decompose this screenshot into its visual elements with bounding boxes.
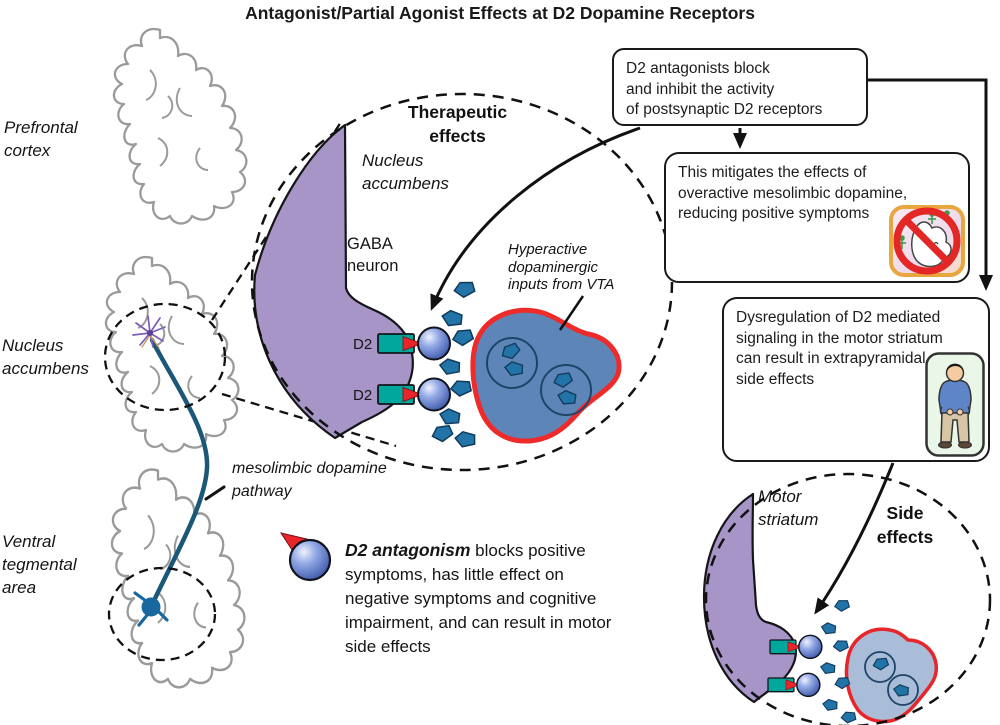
callout-box-dysregulation: Dysregulation of D2 mediated signaling i…: [722, 297, 990, 462]
brain-slice-prefrontal: [112, 27, 248, 225]
heading-side-effects: Side effects: [876, 503, 934, 547]
page-title: Antagonist/Partial Agonist Effects at D2…: [245, 3, 755, 23]
zoom-circle-vta: [107, 566, 217, 662]
zoom-circle-accumbens: [103, 302, 227, 412]
dopamine-molecule-icon: [438, 357, 462, 377]
tremor-person-icon: [925, 352, 985, 457]
label-d2-receptor-2: D2: [353, 387, 373, 404]
dopamine-molecule-icon: [833, 598, 851, 613]
dopamine-molecule-icon: [429, 422, 455, 445]
dopamine-molecule-icon: [840, 710, 857, 724]
label-prefrontal-cortex: Prefrontal cortex: [4, 118, 78, 160]
magnify-line-lower: [221, 392, 397, 448]
connector-box1-to-box3: [868, 78, 993, 291]
legend-lead: D2 antagonism: [345, 540, 471, 560]
mesolimbic-pathway-axon: [148, 337, 210, 610]
brain-slice-vta: [110, 468, 246, 689]
label-motor-striatum: Motor striatum: [758, 487, 819, 529]
dopamine-molecule-icon: [832, 639, 850, 653]
dopamine-molecule-icon: [819, 621, 838, 636]
side-effects-dashed-circle: [704, 472, 992, 725]
gaba-neuron-shape: [253, 123, 414, 440]
side-effects-circle-group: [702, 472, 992, 725]
label-ventral-tegmental-area: Ventral tegmental area: [2, 532, 77, 597]
dopamine-molecule-icon: [819, 661, 837, 676]
label-mesolimbic-pathway: mesolimbic dopamine pathway: [232, 460, 387, 500]
dopamine-molecule-icon: [437, 406, 462, 428]
callout-box-mitigates: This mitigates the effects of overactive…: [664, 152, 970, 283]
label-circle-nucleus-accumbens: Nucleus accumbens: [362, 151, 449, 193]
legend-d2-antagonism: D2 antagonism blocks positive symptoms, …: [345, 540, 612, 656]
label-d2-receptor-1: D2: [353, 336, 373, 353]
vesicle-icon: [486, 337, 538, 389]
brain-slice-accumbens: [104, 255, 240, 453]
vesicle-icon: [864, 651, 896, 683]
therapeutic-circle-group: [250, 92, 674, 472]
label-hyperactive-inputs: Hyperactive dopaminergic inputs from VTA: [508, 241, 615, 293]
vta-neuron-soma: [133, 591, 169, 627]
dopamine-molecule-icon: [450, 327, 475, 349]
accumbens-neuron-icon: [132, 315, 166, 349]
hyperactive-label-tick: [558, 295, 585, 331]
arrow-box1-to-synapse: [430, 126, 641, 311]
label-nucleus-accumbens: Nucleus accumbens: [2, 336, 89, 378]
callout-box-d2-antagonists: D2 antagonists block and inhibit the act…: [612, 48, 868, 126]
vesicle-icon: [540, 364, 592, 416]
dopamine-molecule-icon: [453, 430, 477, 449]
dopamine-molecule-icon: [439, 308, 465, 329]
vesicle-icon: [887, 674, 919, 706]
label-gaba-neuron: GABA neuron: [347, 235, 399, 275]
arrow-box3-to-side-circle: [814, 462, 895, 615]
dopamine-molecule-icon: [452, 279, 477, 300]
no-hallucinations-icon: [888, 204, 966, 278]
therapeutic-dashed-circle: [250, 92, 674, 472]
dopamine-molecule-icon: [449, 379, 473, 398]
heading-therapeutic-effects: Therapeutic effects: [407, 102, 508, 146]
dopamine-molecule-icon: [821, 698, 839, 713]
pathway-label-tick: [204, 485, 226, 501]
d2-antagonist-legend-icon: [279, 532, 332, 582]
